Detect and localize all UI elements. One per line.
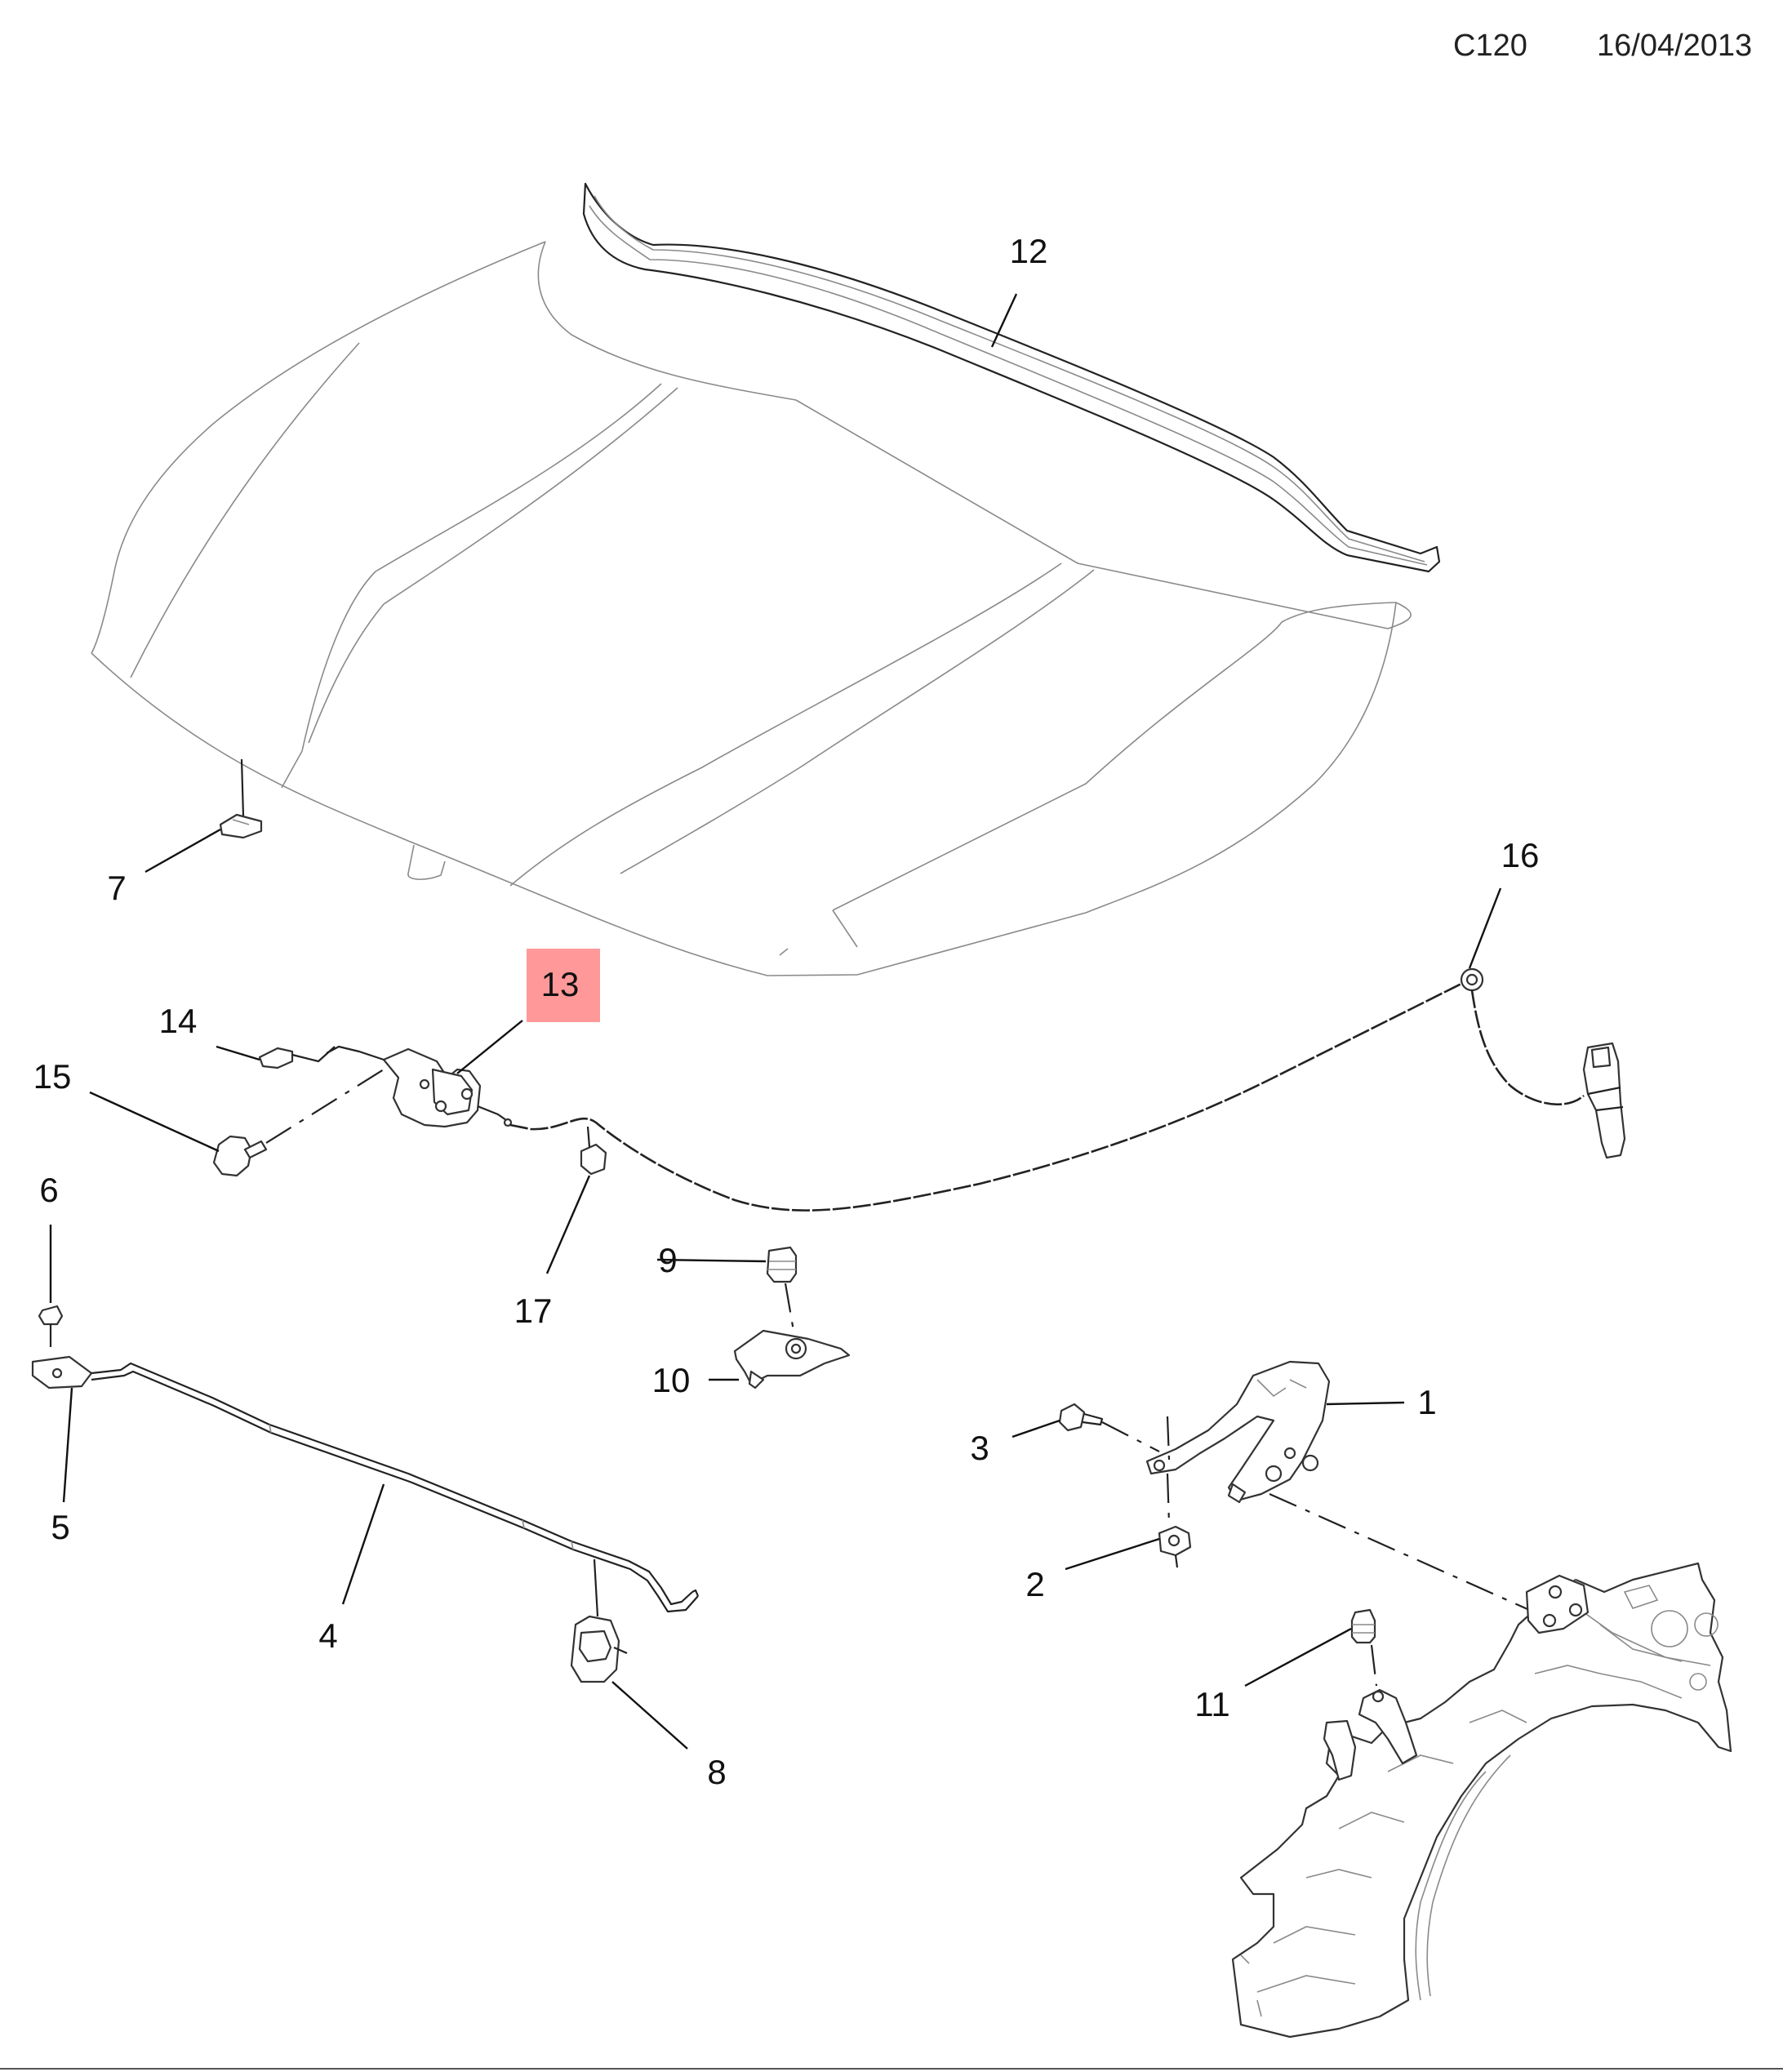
callout-4: 4 (318, 1616, 337, 1655)
callout-11: 11 (1194, 1685, 1230, 1723)
callout-6: 6 (39, 1171, 58, 1209)
part-12-hood-seal (582, 182, 1441, 573)
part-6-screw (38, 1225, 64, 1347)
part-17-cable-clip (580, 1126, 607, 1176)
callout-9: 9 (658, 1241, 677, 1279)
callout-16: 16 (1501, 836, 1540, 874)
part-5-bracket (31, 1355, 93, 1389)
part-15-bolt (212, 1069, 385, 1177)
part-14-cable-clip (258, 1046, 336, 1069)
part-16-release-cable (509, 967, 1626, 1212)
callout-10: 10 (652, 1361, 691, 1399)
callout-15: 15 (33, 1057, 72, 1096)
callout-3: 3 (970, 1429, 989, 1467)
part-1-hood-hinge (1145, 1360, 1536, 1614)
callout-7: 7 (107, 869, 126, 907)
callout-2: 2 (1025, 1565, 1044, 1603)
callout-5: 5 (51, 1508, 69, 1546)
part-7-bumper-pad (219, 758, 263, 839)
part-11-buffer (1350, 1608, 1378, 1687)
callout-12: 12 (1010, 232, 1048, 270)
part-3-bolt (1058, 1403, 1160, 1452)
part-4-release-rod (91, 1362, 700, 1613)
callout-14: 14 (159, 1002, 198, 1040)
part-9-rubber-stop (766, 1246, 798, 1332)
callout-8: 8 (707, 1753, 726, 1791)
leader-lines (62, 293, 1502, 1750)
part-13-hood-latch (326, 1045, 513, 1128)
part-8-rod-clip (570, 1558, 628, 1683)
callout-labels: 12 7 13 14 15 16 6 17 9 10 1 3 5 2 4 11 … (33, 232, 1540, 1791)
body-wheelhouse-structure (1231, 1562, 1732, 2039)
part-2-nut (1158, 1525, 1192, 1568)
hood-panel (91, 241, 1412, 976)
callout-17: 17 (514, 1292, 553, 1330)
diagram-code: C120 (1453, 29, 1527, 63)
part-10-striker (733, 1329, 851, 1389)
callout-1: 1 (1417, 1383, 1436, 1421)
callout-13: 13 (541, 965, 580, 1003)
highlight-box (527, 949, 600, 1022)
diagram-date: 16/04/2013 (1597, 29, 1752, 63)
